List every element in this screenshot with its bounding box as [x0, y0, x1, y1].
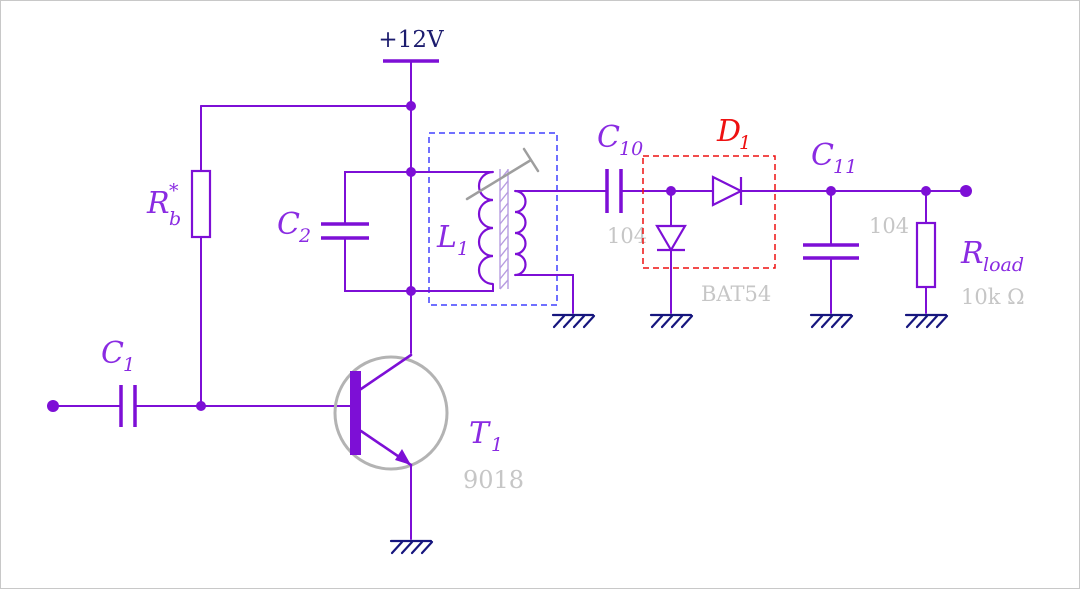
ground-symbol-rload	[904, 313, 949, 329]
label-rb-sub: b	[169, 208, 181, 230]
l1-core-hatching	[499, 169, 509, 290]
power-label: +12V	[378, 27, 444, 53]
label-d1: D	[716, 114, 741, 149]
output-terminal-dot	[960, 185, 972, 197]
resistor-rload: R load 10k Ω	[904, 190, 1025, 329]
label-c1: C	[101, 336, 124, 371]
l1-primary-winding	[477, 170, 494, 286]
wire-c2	[344, 171, 412, 292]
label-c11: C	[811, 138, 834, 173]
junction-dot	[406, 101, 416, 111]
label-d1-sub: 1	[739, 132, 751, 154]
resistor-rb: R * b	[146, 105, 412, 407]
label-c10: C	[597, 120, 620, 155]
capacitor-c10: C 10 104	[514, 120, 714, 248]
label-c1-sub: 1	[123, 354, 135, 376]
resistor-rb-body	[190, 169, 212, 239]
label-c2: C	[277, 207, 300, 242]
l1-secondary-winding	[514, 189, 527, 277]
label-l1-sub: 1	[457, 238, 469, 260]
transformer-l1: L 1	[410, 132, 596, 329]
value-d1: BAT54	[701, 282, 771, 306]
transistor-t1-collector	[359, 353, 413, 391]
label-rload-sub: load	[983, 254, 1024, 276]
value-t1: 9018	[463, 466, 524, 494]
junction-dot	[826, 186, 836, 196]
d1-selection-box	[642, 155, 776, 269]
label-l1: L	[436, 220, 457, 255]
capacitor-c2: C 2	[277, 171, 412, 292]
l1-selection-box	[428, 132, 558, 306]
capacitor-c1: C 1	[47, 336, 351, 427]
junction-dots	[196, 101, 972, 411]
label-c2-sub: 2	[298, 225, 311, 247]
junction-dot	[666, 186, 676, 196]
capacitor-c1-plates	[119, 385, 137, 427]
capacitor-c11-plates	[803, 243, 859, 260]
diode-d1-detector: D 1 BAT54	[642, 114, 967, 329]
transistor-t1-body	[333, 355, 449, 471]
series-diode-triangle	[711, 175, 744, 207]
junction-dot	[196, 401, 206, 411]
label-rb-sup: *	[169, 180, 179, 202]
ground-symbol-shunt-diode	[649, 313, 694, 329]
junction-dot	[406, 286, 416, 296]
label-rb: R	[146, 186, 170, 221]
resistor-rload-body	[915, 221, 937, 289]
label-c10-sub: 10	[619, 138, 643, 160]
l1-tuning-slug-arrow	[465, 147, 540, 201]
transistor-t1-base-bar	[350, 371, 361, 455]
transistor-t1: T 1 9018	[333, 353, 524, 555]
label-rload: R	[960, 236, 984, 271]
ground-symbol-c11	[809, 313, 854, 329]
label-c11-sub: 11	[833, 156, 857, 178]
wire-l1-secondary-bottom	[514, 274, 574, 314]
transistor-t1-emitter-arrow	[395, 449, 411, 465]
label-t1-sub: 1	[491, 434, 503, 456]
label-t1: T	[469, 416, 491, 451]
capacitor-c2-plates	[321, 222, 369, 240]
shunt-diode-triangle	[655, 224, 687, 253]
junction-dot	[921, 186, 931, 196]
ground-symbol-emitter	[389, 539, 434, 555]
junction-dot	[406, 167, 416, 177]
wire-l1-primary-bottom	[410, 283, 494, 292]
power-supply: +12V	[378, 27, 444, 354]
capacitor-c11: C 11 104	[803, 138, 909, 329]
ground-symbol-secondary	[551, 313, 596, 329]
value-c11: 104	[869, 214, 909, 238]
value-rload: 10k Ω	[961, 285, 1025, 309]
capacitor-c10-plates	[605, 169, 623, 213]
value-c10: 104	[607, 224, 647, 248]
